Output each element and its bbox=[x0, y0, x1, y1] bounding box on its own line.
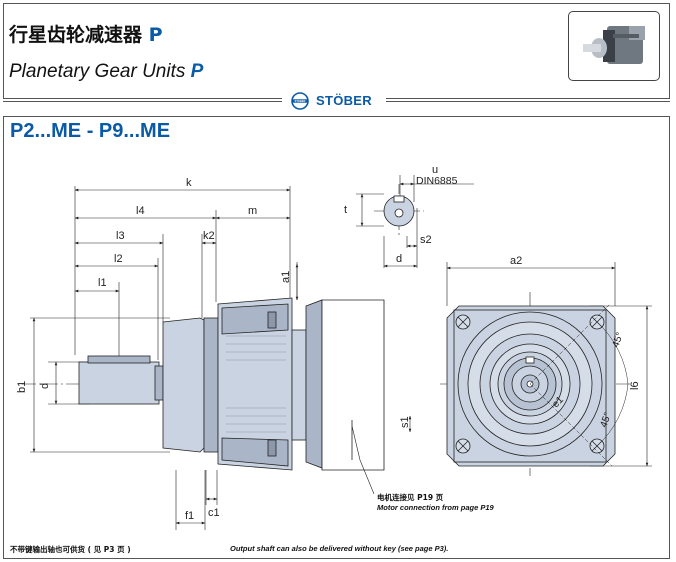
dim-l3: l3 bbox=[116, 230, 125, 242]
dim-k: k bbox=[186, 177, 192, 189]
dim-angle-45-upper: 45° bbox=[610, 331, 626, 349]
product-thumbnail bbox=[568, 11, 660, 81]
motor-note-english: Motor connection from page P19 bbox=[377, 503, 494, 512]
footer-note-english: Output shaft can also be delivered witho… bbox=[230, 544, 449, 553]
stober-logo-icon: STOBER bbox=[291, 92, 309, 110]
dim-u: u bbox=[432, 164, 438, 176]
gear-housing bbox=[217, 297, 293, 471]
brand-name: STÖBER bbox=[316, 93, 372, 108]
title-chinese: 行星齿轮减速器 P bbox=[9, 24, 163, 46]
svg-text:STOBER: STOBER bbox=[295, 99, 306, 103]
dim-a2: a2 bbox=[510, 255, 522, 267]
footer-note-chinese: 不带键输出轴也可供货 ( 见 P3 页 ) bbox=[10, 545, 131, 554]
title-english: Planetary Gear Units P bbox=[9, 61, 204, 82]
brand-divider: STOBER STÖBER bbox=[0, 91, 676, 111]
motor-adapter bbox=[321, 299, 385, 471]
gear-unit-photo-icon bbox=[583, 26, 645, 64]
output-shaft bbox=[78, 361, 160, 405]
section-title: P2...ME - P9...ME bbox=[10, 120, 171, 142]
dim-m: m bbox=[248, 205, 257, 217]
header-box bbox=[3, 3, 670, 99]
dim-l2: l2 bbox=[114, 253, 123, 265]
dim-t: t bbox=[344, 204, 347, 216]
dim-din: DIN6885 bbox=[416, 175, 458, 187]
dim-a1: a1 bbox=[280, 271, 292, 283]
front-view bbox=[446, 305, 616, 467]
dim-l6: l6 bbox=[629, 381, 641, 390]
dim-b1: b1 bbox=[16, 381, 28, 393]
dim-d: d bbox=[39, 383, 51, 389]
dim-angle-45-lower: 45° bbox=[598, 411, 614, 429]
dim-s2: s2 bbox=[420, 234, 432, 246]
dim-l1: l1 bbox=[98, 277, 107, 289]
motor-note-chinese: 电机连接见 P19 页 bbox=[377, 493, 444, 502]
dim-f1: f1 bbox=[185, 510, 194, 522]
dim-d-shaft: d bbox=[396, 253, 402, 265]
dim-s1: s1 bbox=[399, 416, 411, 428]
drawing-frame bbox=[3, 116, 670, 559]
output-flange bbox=[162, 317, 205, 453]
dim-c1: c1 bbox=[208, 507, 220, 519]
dim-l4: l4 bbox=[136, 205, 145, 217]
dim-k2: k2 bbox=[203, 230, 215, 242]
brand-logo: STOBER STÖBER bbox=[282, 91, 386, 111]
shaft-key bbox=[87, 355, 151, 364]
